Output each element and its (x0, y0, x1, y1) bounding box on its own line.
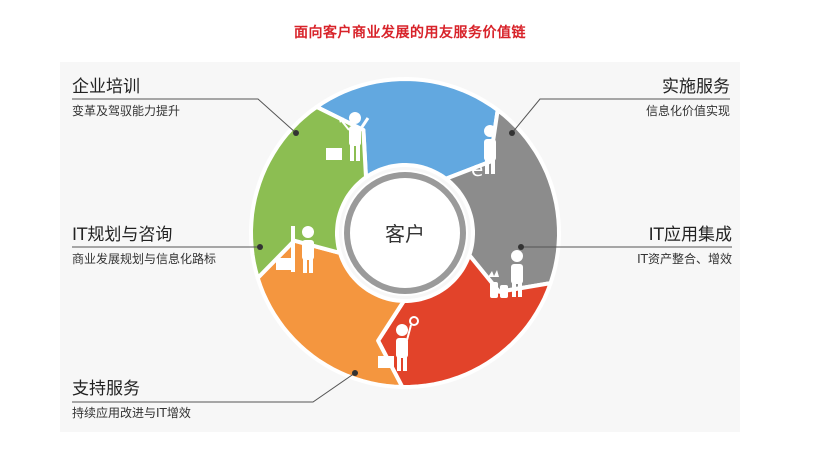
e-letter: e (471, 157, 483, 181)
center-ring (344, 172, 466, 294)
label-integration-heading: IT应用集成 (648, 225, 732, 245)
label-training: 企业培训 变革及驾驭能力提升 (72, 76, 180, 119)
leader-dot-integration (518, 244, 524, 250)
person-icons: e (276, 112, 523, 371)
label-planning-heading: IT规划与咨询 (72, 225, 173, 245)
label-training-sub: 变革及驾驭能力提升 (72, 104, 181, 118)
label-support: 支持服务 持续应用改进与IT增效 (72, 378, 191, 421)
person-e-icon: e (471, 125, 496, 181)
label-support-heading: 支持服务 (72, 379, 140, 399)
label-implementation-heading: 实施服务 (662, 77, 730, 97)
center-label: 客户 (385, 222, 425, 246)
leader-lines (72, 98, 732, 403)
leader-line-implementation (511, 98, 730, 134)
leader-dot-implementation (509, 130, 515, 136)
leader-dots (257, 130, 524, 376)
person-ruler-icon (276, 226, 314, 273)
label-planning-sub: 商业发展规划与信息化路标 (72, 252, 217, 266)
leader-line-support (72, 372, 356, 403)
leader-dot-support (352, 370, 358, 376)
person-arrow-icon (326, 112, 370, 161)
person-crown-icon (488, 250, 523, 298)
label-integration: IT应用集成 IT资产整合、增效 (637, 224, 732, 267)
label-implementation-sub: 信息化价值实现 (645, 104, 730, 118)
center-circle (342, 170, 468, 296)
label-planning: IT规划与咨询 商业发展规划与信息化路标 (72, 224, 216, 267)
label-support-sub: 持续应用改进与IT增效 (72, 406, 191, 420)
leader-dot-training (293, 130, 299, 136)
label-implementation: 实施服务 信息化价值实现 (646, 76, 730, 119)
label-integration-sub: IT资产整合、增效 (637, 252, 732, 266)
person-magnifier-icon (378, 316, 419, 371)
label-training-heading: 企业培训 (72, 77, 140, 97)
leader-dot-planning (257, 244, 263, 250)
page-title: 面向客户商业发展的用友服务价值链 (294, 25, 526, 41)
leader-line-training (72, 98, 297, 134)
